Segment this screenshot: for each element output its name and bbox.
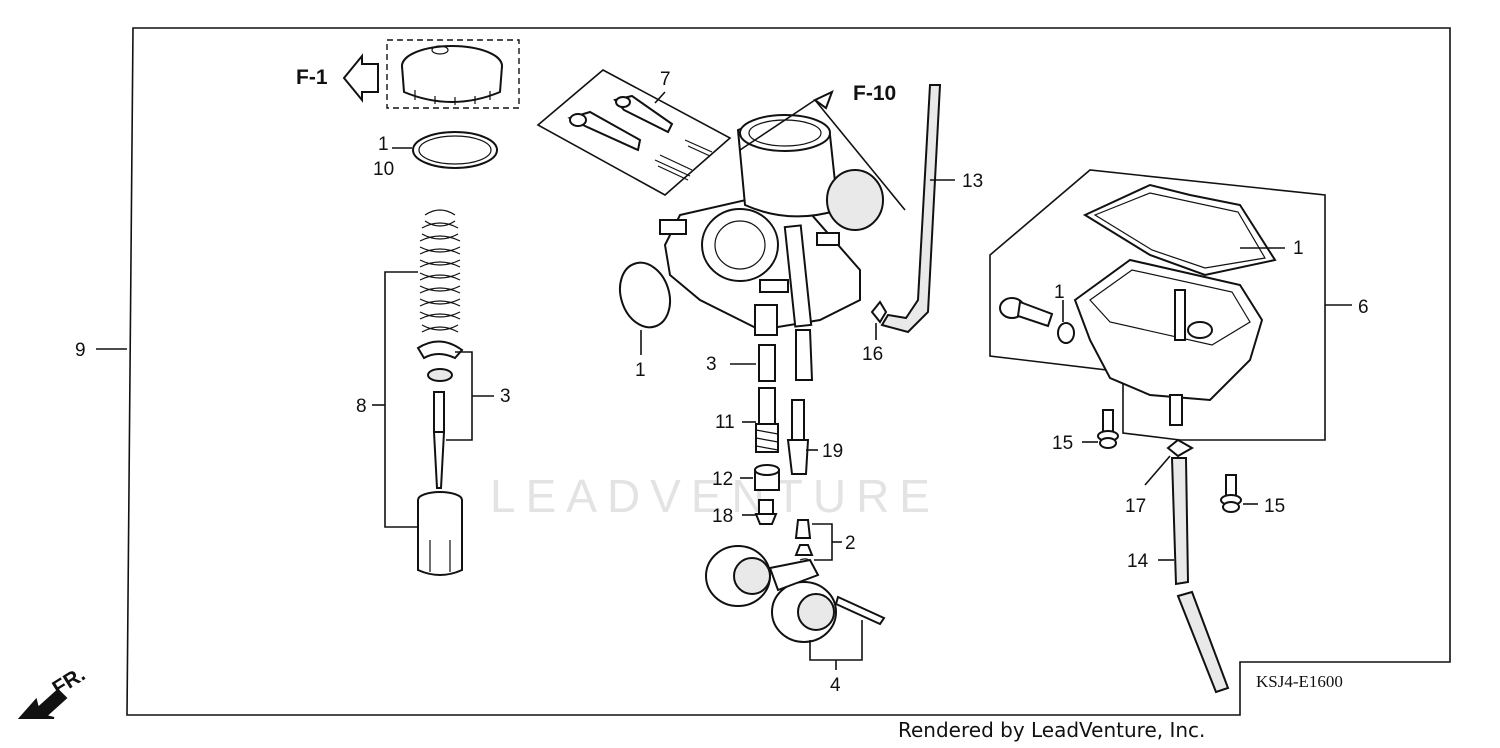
ref-f10: F-10 (853, 82, 896, 105)
needle-clip (427, 368, 453, 382)
group-box-7 (536, 69, 732, 196)
label-13: 13 (962, 171, 983, 192)
o-ring (619, 261, 671, 329)
main-jet (754, 499, 778, 525)
label-1d: 1 (635, 360, 646, 381)
label-1a: 1 (378, 134, 389, 155)
assembly-frame (126, 27, 1451, 716)
label-10: 10 (373, 159, 394, 180)
label-15a: 15 (1052, 433, 1073, 454)
bracket-3a (446, 351, 473, 441)
ref-f1: F-1 (296, 66, 328, 89)
drain-clip (1166, 438, 1195, 458)
label-6: 6 (1358, 297, 1369, 318)
credit-text: Rendered by LeadVenture, Inc. (898, 718, 1205, 742)
label-11: 11 (715, 412, 735, 433)
needle-clip-plate (416, 340, 464, 360)
drain-screw (999, 297, 1054, 328)
front-arrow: FR. (17, 663, 89, 719)
spring-small-b (684, 139, 713, 157)
label-8: 8 (356, 396, 367, 417)
float-assembly (705, 545, 886, 643)
label-19: 19 (822, 441, 843, 462)
label-1c: 1 (1054, 282, 1065, 303)
jet-needle (432, 391, 446, 489)
float-chamber-gasket (1082, 183, 1277, 277)
label-9: 9 (75, 340, 86, 361)
diagram-code: KSJ4-E1600 (1256, 672, 1343, 691)
needle-jet-holder (758, 344, 776, 382)
label-12: 12 (712, 469, 733, 490)
label-17: 17 (1125, 496, 1146, 517)
idle-screw (613, 94, 674, 134)
spring-small-a (654, 154, 693, 181)
throttle-spring (419, 209, 461, 333)
throttle-valve (417, 491, 463, 576)
leader-17 (1144, 455, 1171, 486)
pilot-screw (567, 110, 642, 152)
label-2: 2 (845, 533, 856, 554)
drain-o-ring (1057, 322, 1075, 344)
leader-f10-b (814, 99, 906, 211)
arrow-down-left-icon (17, 688, 68, 719)
drain-tube-upper (1170, 457, 1190, 586)
top-gasket (412, 131, 498, 169)
float-valve (794, 519, 814, 567)
watermark: LEADVENTURE (490, 470, 940, 522)
arrow-f10-icon (813, 90, 834, 110)
cap-dashed-box (386, 39, 520, 109)
label-4: 4 (830, 675, 841, 696)
drain-tube-lower (1176, 590, 1230, 694)
tube-clip (870, 300, 888, 324)
label-18: 18 (712, 506, 733, 527)
carburetor-body (659, 114, 884, 381)
chamber-screw-a (1097, 409, 1119, 449)
carburetor-top-cap (401, 45, 503, 105)
label-16: 16 (862, 344, 883, 365)
chamber-screw-b (1220, 474, 1242, 513)
label-1b: 1 (1293, 238, 1304, 259)
label-7: 7 (660, 69, 671, 90)
label-15b: 15 (1264, 496, 1285, 517)
bracket-8 (384, 271, 418, 528)
bracket-2 (812, 523, 833, 561)
arrow-left-icon (342, 53, 379, 103)
slow-jet (786, 399, 810, 475)
needle-jet (755, 387, 779, 453)
label-3a: 3 (500, 386, 511, 407)
vent-tube (880, 84, 942, 334)
label-3b: 3 (706, 354, 717, 375)
ref-f1-group: F-1 (296, 39, 520, 109)
float-chamber (1073, 258, 1264, 426)
main-jet-holder (754, 464, 780, 491)
label-14: 14 (1127, 551, 1149, 572)
leader-f10-a (739, 99, 816, 151)
leader-7 (654, 91, 666, 104)
